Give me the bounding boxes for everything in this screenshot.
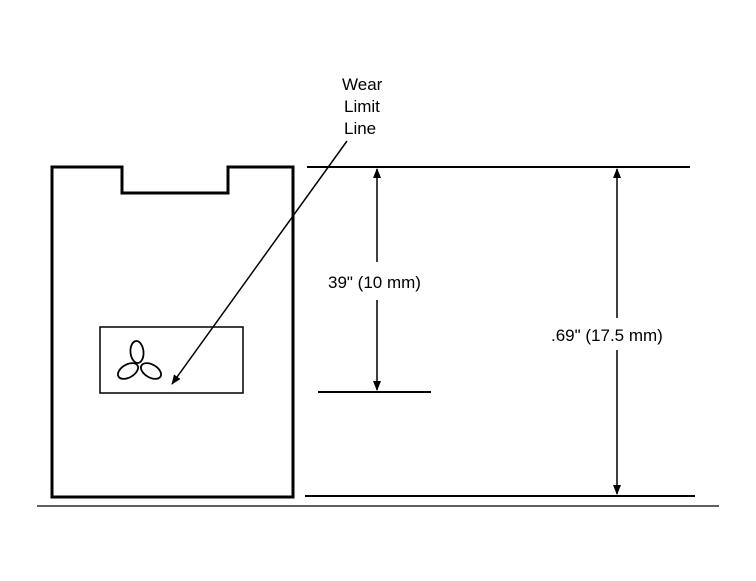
callout-line-2: Limit: [344, 97, 380, 116]
wear-limit-pointer-arrow: [171, 140, 348, 385]
logo-plate: [99, 326, 244, 394]
trefoil-logo-icon: [117, 340, 162, 380]
callout-line-3: Line: [344, 119, 376, 138]
brush-outline: [50, 165, 295, 499]
callout-line-1: Wear: [342, 75, 383, 94]
wear-limit-dimension-label: 39" (10 mm): [328, 273, 421, 292]
total-dimension-label: .69" (17.5 mm): [551, 326, 663, 345]
